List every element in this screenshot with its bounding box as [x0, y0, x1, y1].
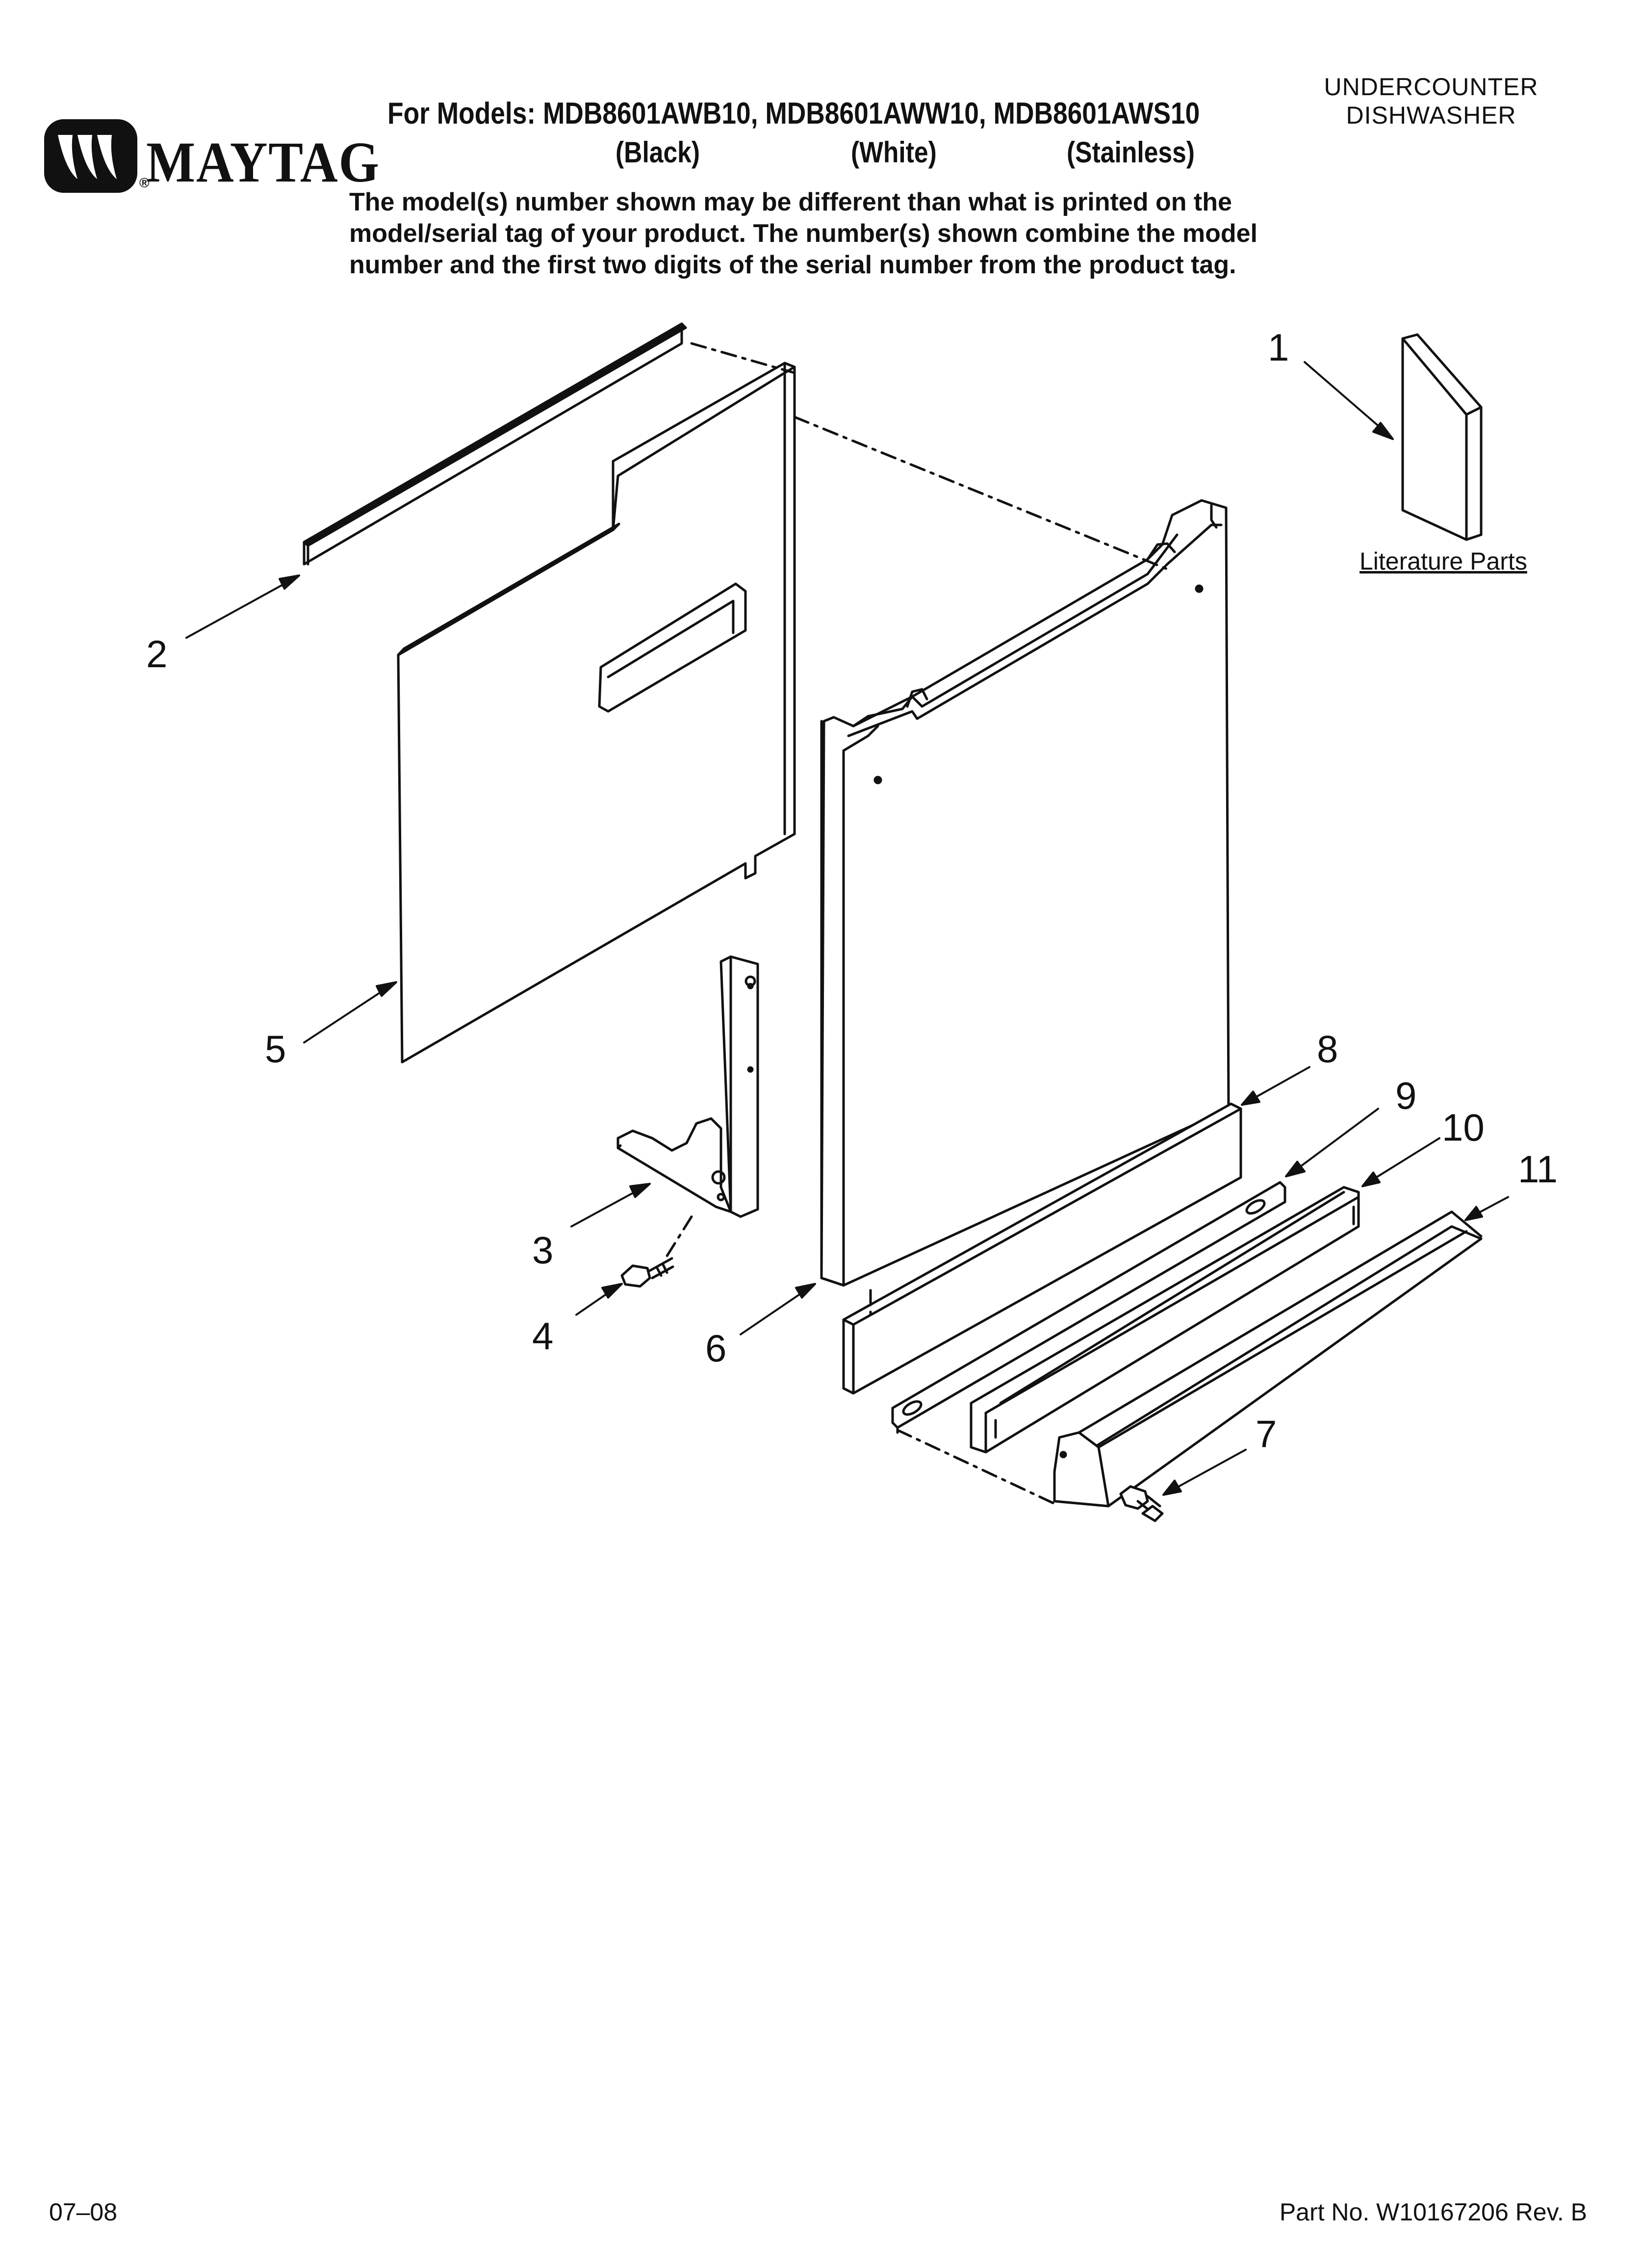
- callout-9: 9: [1395, 1074, 1416, 1117]
- document-type: UNDERCOUNTER DISHWASHER: [1284, 73, 1578, 130]
- variant-stainless: (Stainless): [1067, 136, 1195, 169]
- part-2-top-strip: [303, 322, 687, 566]
- part-7-screw: [1119, 1485, 1164, 1522]
- leader-arrows: [185, 361, 1509, 1496]
- document-type-line: DISHWASHER: [1346, 102, 1516, 129]
- callout-7: 7: [1256, 1412, 1277, 1456]
- alignment-lines: [666, 342, 1169, 1505]
- document-type-line: UNDERCOUNTER: [1324, 73, 1539, 101]
- footer-part-number: Part No. W10167206 Rev. B: [1279, 2198, 1587, 2226]
- part-10-rail: [970, 1186, 1360, 1454]
- part-4-screw: [620, 1257, 674, 1288]
- callout-1: 1: [1268, 326, 1289, 369]
- callout-8: 8: [1317, 1027, 1338, 1070]
- callout-2: 2: [146, 632, 167, 676]
- variant-white: (White): [851, 136, 937, 169]
- callout-11: 11: [1518, 1147, 1558, 1191]
- footer-date: 07–08: [49, 2198, 118, 2226]
- part-8-toe-kick: [842, 1102, 1242, 1395]
- callout-6: 6: [705, 1327, 726, 1370]
- disclaimer-line: The model(s) number shown may be differe…: [349, 188, 1232, 216]
- callout-numbers: 1 2 3 4 5 6 7 8 9 10 11: [146, 326, 1558, 1456]
- disclaimer: The model(s) number shown may be differe…: [349, 186, 1257, 281]
- maytag-logo: MAYTAG ®: [43, 115, 386, 204]
- part-3-hinge-bracket: [616, 955, 759, 1218]
- part-5-outer-panel: [397, 362, 796, 1064]
- callout-5: 5: [265, 1027, 286, 1070]
- callout-3: 3: [532, 1228, 553, 1272]
- variant-black: (Black): [616, 136, 700, 169]
- part-1-literature: [1401, 333, 1483, 541]
- brand-name: MAYTAG: [146, 130, 380, 194]
- disclaimer-line: number and the first two digits of the s…: [349, 251, 1236, 279]
- part-11-trim: [1053, 1210, 1483, 1508]
- literature-parts-label: Literature Parts: [1360, 547, 1527, 575]
- models-title: For Models: MDB8601AWB10, MDB8601AWW10, …: [387, 97, 1200, 130]
- registered-mark-icon: ®: [139, 175, 150, 190]
- part-9-strip: [891, 1181, 1286, 1434]
- disclaimer-line: model/serial tag of your product. The nu…: [349, 219, 1257, 248]
- part-6-inner-door: [820, 499, 1230, 1287]
- callout-4: 4: [532, 1314, 553, 1357]
- maytag-emblem-icon: [44, 119, 137, 193]
- callout-10: 10: [1442, 1106, 1485, 1149]
